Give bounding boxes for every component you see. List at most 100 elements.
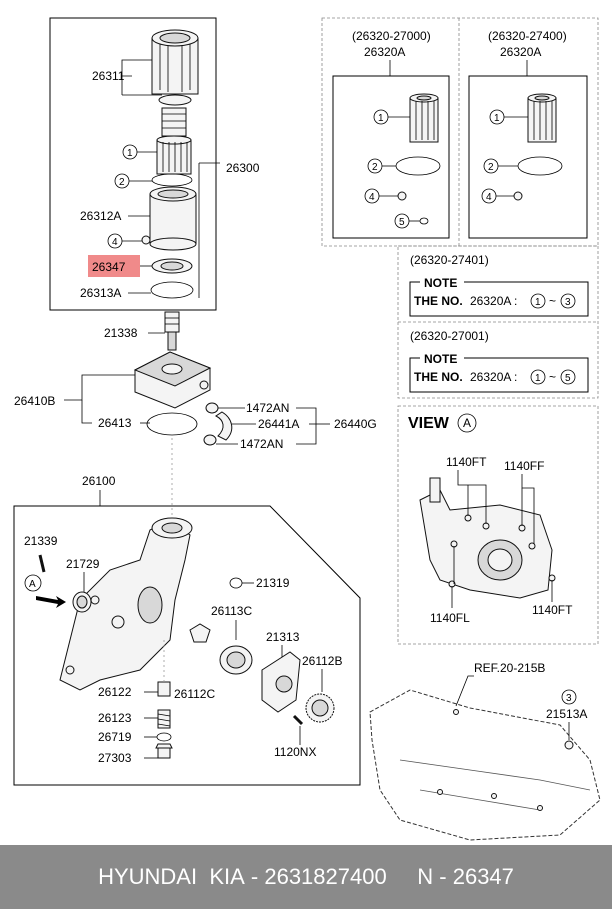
- kit-left-filter-element[interactable]: [409, 93, 439, 143]
- kit-left-code: (26320-27000): [352, 29, 431, 43]
- kit-left-callout-1: 1: [378, 113, 384, 124]
- view-a-pump: [419, 477, 553, 599]
- pin-21339[interactable]: [38, 554, 46, 573]
- footer-brand: HYUNDAI KIA: [98, 864, 245, 889]
- rotor-26112C[interactable]: [189, 623, 211, 643]
- label-26347: 26347: [92, 260, 126, 274]
- valve-26122[interactable]: [157, 681, 171, 697]
- callout-1-text: 1: [127, 148, 133, 159]
- view-bolt-label-3: 1140FL: [430, 611, 470, 625]
- drain-plug-21513A[interactable]: [564, 740, 574, 750]
- view-title: VIEW: [408, 415, 450, 432]
- plug-27303[interactable]: [155, 743, 173, 759]
- label-26300: 26300: [226, 161, 260, 175]
- note1-range-start: 1: [535, 297, 541, 308]
- note2-range-end: 5: [565, 373, 571, 384]
- note2-code: (26320-27001): [410, 329, 489, 343]
- note2-title: NOTE: [424, 352, 457, 366]
- pin-1120NX[interactable]: [292, 714, 304, 726]
- kit-left-callout-4: 4: [369, 192, 375, 203]
- kit-right-o-ring[interactable]: [517, 156, 563, 176]
- note2-prefix-rest: 26320A :: [470, 370, 517, 384]
- filter-cap-26311[interactable]: [151, 29, 199, 106]
- kit-right-callout-4: 4: [486, 192, 492, 203]
- label-26311: 26311: [92, 69, 125, 83]
- gear-26112B[interactable]: [305, 693, 335, 723]
- note1-prefix-bold: THE NO.: [414, 294, 463, 308]
- callout-4-text: 4: [112, 237, 118, 248]
- filter-spring: [161, 107, 187, 137]
- label-26113C: 26113C: [211, 604, 252, 618]
- spring-26123[interactable]: [157, 709, 171, 729]
- oil-cooler-26410B[interactable]: [133, 351, 212, 409]
- label-26313A: 26313A: [80, 286, 121, 300]
- drain-plug-4[interactable]: [141, 235, 151, 245]
- note1-tilde: ~: [549, 294, 556, 308]
- footer-n-label: N: [417, 864, 434, 889]
- note1-prefix-rest: 26320A :: [470, 294, 517, 308]
- view-a-marker: [24, 574, 42, 592]
- o-ring-21319[interactable]: [229, 577, 243, 589]
- oil-pump-box: [13, 505, 361, 786]
- cover-21313[interactable]: [261, 651, 301, 713]
- kit-left-name: 26320A: [364, 45, 405, 59]
- seal-21729[interactable]: [72, 591, 92, 613]
- note2-box: [409, 357, 589, 393]
- seal-26347[interactable]: [151, 258, 193, 274]
- footer-n-value: 26347: [452, 864, 514, 889]
- rotor-26113C[interactable]: [219, 645, 253, 675]
- highlight-26347: [88, 255, 140, 277]
- label-1472AN-bottom: 1472AN: [240, 437, 283, 451]
- clamp-1472AN-top[interactable]: [205, 402, 219, 414]
- note2-range-start: 1: [535, 373, 541, 384]
- footer-sep-1: -: [244, 864, 265, 889]
- label-21338: 21338: [104, 326, 138, 340]
- note2-prefix-bold: THE NO.: [414, 370, 463, 384]
- clamp-1472AN-bottom[interactable]: [203, 434, 217, 446]
- filter-assembly-box: [49, 17, 217, 311]
- oil-pump-housing-26100[interactable]: [59, 517, 193, 691]
- label-26719: 26719: [98, 730, 132, 744]
- note2-tilde: ~: [549, 370, 556, 384]
- view-bolt-label-1: 1140FT: [446, 455, 487, 469]
- kit-left-washer[interactable]: [397, 191, 407, 201]
- filter-element[interactable]: [156, 135, 192, 175]
- view-a-arrow: [36, 596, 66, 608]
- label-27303: 27303: [98, 751, 132, 765]
- note1-code: (26320-27401): [410, 253, 489, 267]
- kit-right-box: [468, 75, 588, 239]
- label-26112B: 26112B: [302, 654, 342, 668]
- footer-gap: [387, 864, 418, 890]
- kit-left-small-ring[interactable]: [419, 217, 429, 225]
- filter-housing-26312A[interactable]: [149, 186, 197, 251]
- gasket-26413[interactable]: [146, 412, 198, 436]
- label-21319: 21319: [256, 576, 290, 590]
- kit-left-callout-2: 2: [372, 162, 378, 173]
- o-ring-26719[interactable]: [156, 732, 172, 742]
- label-26312A: 26312A: [80, 209, 121, 223]
- label-21313: 21313: [266, 630, 300, 644]
- kit-right-callout-1: 1: [494, 113, 500, 124]
- o-ring-26313A[interactable]: [150, 281, 194, 299]
- kit-right-callout-2: 2: [488, 162, 494, 173]
- ref-callout: 3: [566, 693, 572, 704]
- o-ring-2[interactable]: [151, 173, 193, 187]
- bolt-21338[interactable]: [164, 311, 180, 351]
- kit-left-o-ring[interactable]: [395, 156, 441, 176]
- kit-right-code: (26320-27400): [488, 29, 567, 43]
- ref-label: REF.20-215B: [474, 661, 545, 675]
- kit-right-washer[interactable]: [513, 191, 523, 201]
- kit-right-filter-element[interactable]: [527, 93, 557, 143]
- label-21513A: 21513A: [546, 707, 587, 721]
- label-26112C: 26112C: [174, 687, 215, 701]
- view-a-marker-text: A: [29, 579, 36, 590]
- kit-left-box: [332, 75, 450, 239]
- view-bolt-label-4: 1140FT: [532, 603, 573, 617]
- footer-sep-2: -: [433, 864, 453, 889]
- label-26100: 26100: [82, 474, 116, 488]
- label-26410B: 26410B: [14, 394, 55, 408]
- parts-diagram: 26311 1 2 26300 26312A 4 26347 26313A 21…: [13, 17, 601, 841]
- footer-bar: HYUNDAI KIA - 2631827400 N - 26347: [0, 845, 612, 909]
- note1-range-end: 3: [565, 297, 571, 308]
- hose-26441A[interactable]: [215, 411, 233, 441]
